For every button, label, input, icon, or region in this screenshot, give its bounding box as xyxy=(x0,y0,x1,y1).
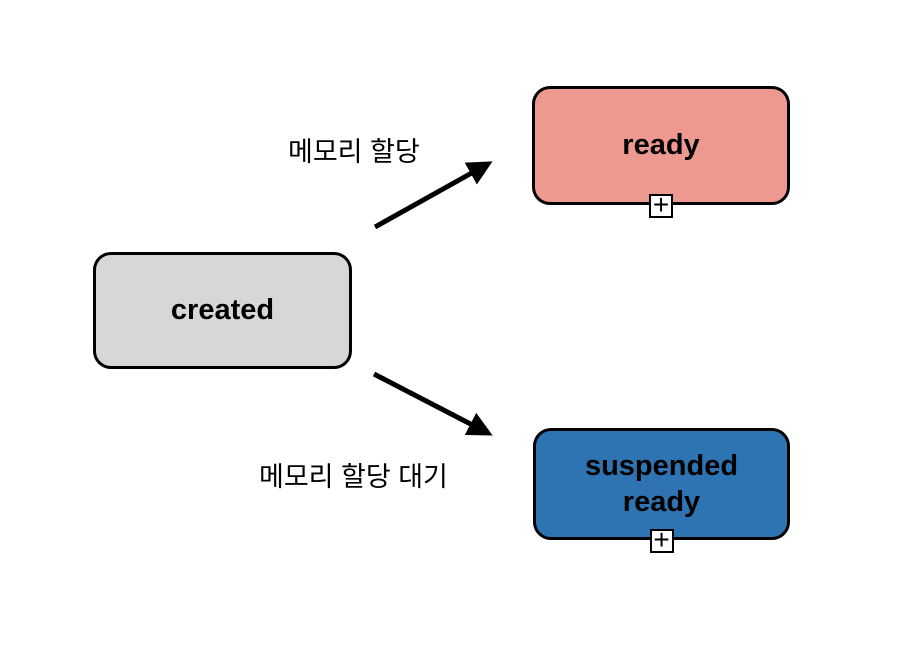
node-created[interactable]: created xyxy=(93,252,352,369)
node-ready[interactable]: ready + xyxy=(532,86,790,218)
plus-icon: + xyxy=(652,188,670,220)
expand-button-ready[interactable]: + xyxy=(649,188,673,220)
edge-label-memory-allocation-wait: 메모리 할당 대기 xyxy=(259,462,448,492)
plus-icon: + xyxy=(653,523,670,555)
node-ready-label: ready xyxy=(622,129,700,162)
edge-arrow-created-to-ready xyxy=(373,161,493,230)
node-suspended-ready-label: suspended ready xyxy=(584,449,739,518)
expand-button-suspended-ready[interactable]: + xyxy=(649,523,674,555)
edge-label-memory-allocation: 메모리 할당 xyxy=(288,137,420,167)
node-suspended-ready[interactable]: suspended ready + xyxy=(533,428,790,553)
node-created-label: created xyxy=(170,294,275,327)
edge-arrow-created-to-suspended-ready xyxy=(372,371,493,436)
